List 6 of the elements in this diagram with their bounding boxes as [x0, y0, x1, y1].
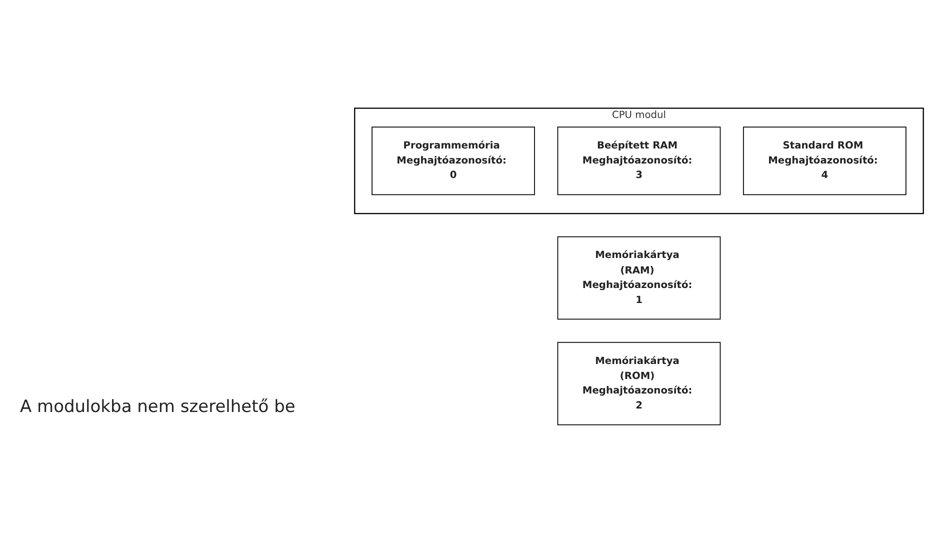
note-text: A modulokba nem szerelhető be: [20, 396, 296, 416]
node-box: Standard ROM Meghajtóazonosító: 4: [743, 126, 906, 196]
node-box: Memóriakártya (RAM) Meghajtóazonosító: 1: [557, 236, 721, 320]
node-box: Beépített RAM Meghajtóazonosító: 3: [557, 126, 721, 196]
node-box: Memóriakártya (ROM) Meghajtóazonosító: 2: [557, 342, 721, 426]
node-box: Programmemória Meghajtóazonosító: 0: [372, 126, 535, 196]
